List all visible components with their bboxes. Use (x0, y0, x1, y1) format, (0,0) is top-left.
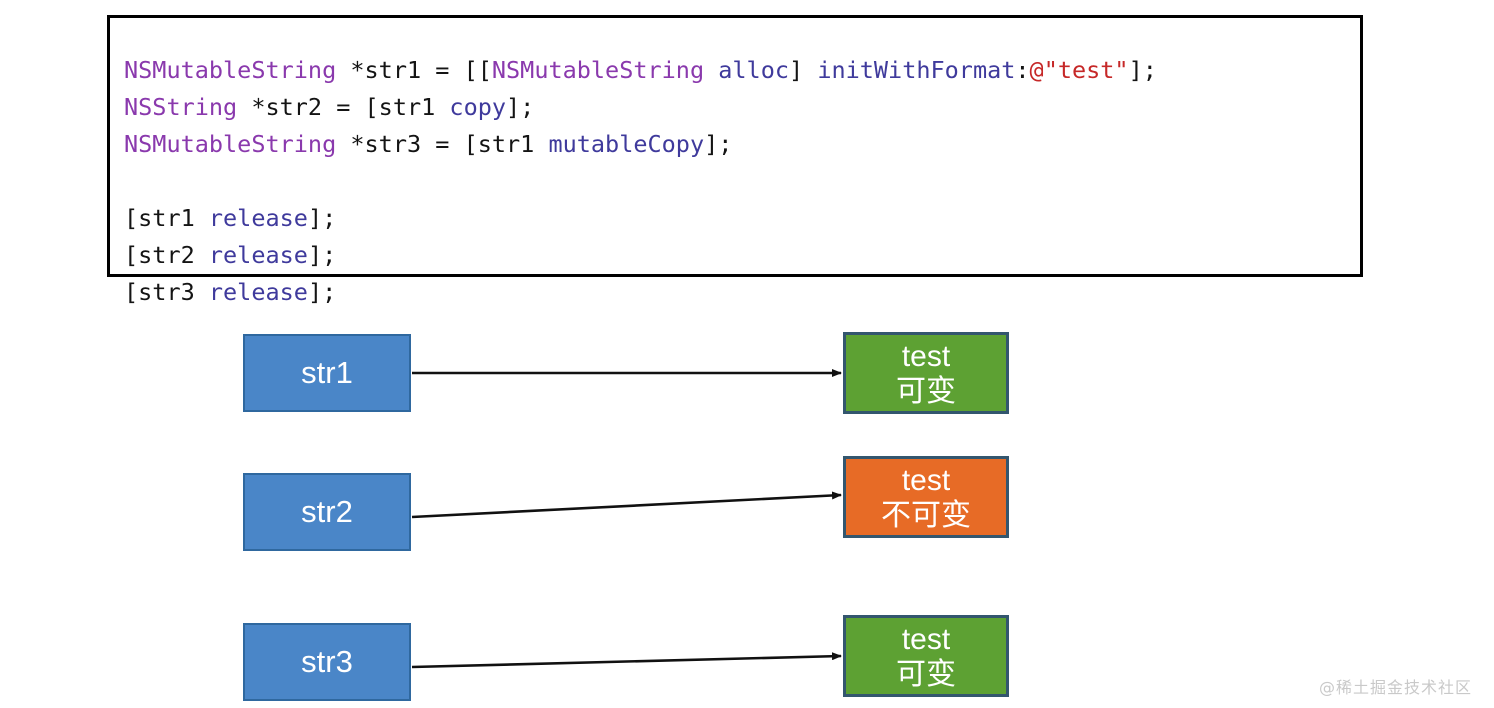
code-token: mutableCopy (548, 129, 705, 158)
variable-label: str2 (301, 494, 353, 529)
code-token: release (208, 277, 308, 306)
code-token: NSMutableString (124, 129, 337, 158)
code-token: [str2 (124, 240, 209, 269)
object-node-immutable[interactable]: test 不可变 (843, 456, 1009, 538)
object-mutability-label: 可变 (896, 374, 956, 408)
object-mutability-label: 不可变 (881, 498, 971, 532)
code-token: *str3 = [str1 (336, 129, 549, 158)
variable-node-str3[interactable]: str3 (243, 623, 411, 701)
code-token: @"test" (1029, 55, 1129, 84)
object-value: test (901, 622, 951, 656)
code-token: ]; (704, 129, 733, 158)
code-token: NSString (124, 92, 238, 121)
code-token: release (208, 240, 308, 269)
object-graph-diagram: str1 str2 str3 test 可变 test 不可变 test 可变 (0, 277, 1494, 708)
code-token: alloc (718, 55, 790, 84)
variable-node-str1[interactable]: str1 (243, 334, 411, 412)
arrow-str3-to-obj3 (411, 652, 842, 669)
variable-node-str2[interactable]: str2 (243, 473, 411, 551)
code-token: [str3 (124, 277, 209, 306)
code-line: [str1 release]; (124, 200, 1360, 237)
code-token: *str2 = [str1 (237, 92, 450, 121)
arrow-str2-to-obj2 (411, 491, 842, 519)
code-line: [str3 release]; (124, 274, 1360, 311)
code-line: NSMutableString *str3 = [str1 mutableCop… (124, 126, 1360, 163)
code-block: NSMutableString *str1 = [[NSMutableStrin… (107, 15, 1363, 306)
code-line: NSString *str2 = [str1 copy]; (124, 89, 1360, 126)
object-node-mutable-2[interactable]: test 可变 (843, 615, 1009, 697)
code-token: *str1 = [[ (336, 55, 492, 84)
code-token: release (208, 203, 308, 232)
code-token: ] (789, 55, 818, 84)
code-listing: NSMutableString *str1 = [[NSMutableStrin… (124, 52, 1360, 311)
object-mutability-label: 可变 (896, 657, 956, 691)
object-value: test (901, 339, 951, 373)
code-token: initWithFormat (817, 55, 1016, 84)
arrow-layer (411, 369, 842, 669)
watermark: @稀土掘金技术社区 (1318, 678, 1472, 697)
variable-label: str1 (301, 355, 353, 390)
code-token: NSMutableString (124, 55, 337, 84)
code-line (124, 163, 1360, 200)
code-token (704, 56, 718, 84)
code-token: : (1015, 55, 1030, 84)
code-token: copy (449, 92, 507, 121)
code-token: [str1 (124, 203, 209, 232)
code-token: ]; (307, 277, 337, 306)
code-line: NSMutableString *str1 = [[NSMutableStrin… (124, 52, 1360, 89)
object-value: test (901, 463, 951, 497)
code-token: NSMutableString (491, 55, 705, 84)
code-token: ]; (506, 92, 535, 121)
code-token: ]; (307, 203, 337, 232)
code-token: ]; (307, 240, 337, 269)
code-token: ]; (1128, 55, 1157, 84)
object-node-mutable-1[interactable]: test 可变 (843, 332, 1009, 414)
variable-label: str3 (301, 644, 353, 679)
code-line: [str2 release]; (124, 237, 1360, 274)
